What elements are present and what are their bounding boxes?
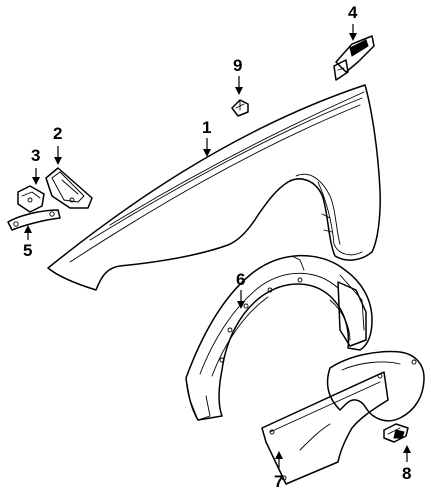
- mounting-plate[interactable]: [333, 35, 375, 81]
- callout-2[interactable]: 2: [53, 124, 63, 143]
- support-bracket[interactable]: [17, 185, 45, 213]
- fender-clip[interactable]: [231, 99, 249, 117]
- callout-9[interactable]: 9: [233, 56, 243, 75]
- fender-panel[interactable]: [47, 84, 381, 291]
- callout-8[interactable]: 8: [402, 464, 412, 483]
- callout-6[interactable]: 6: [236, 270, 246, 289]
- push-pin-retainer[interactable]: [383, 423, 409, 443]
- callout-1[interactable]: 1: [202, 118, 212, 137]
- leader-lines: [24, 24, 411, 468]
- callout-5[interactable]: 5: [23, 241, 33, 260]
- callout-7[interactable]: 7: [274, 472, 284, 491]
- fender-bracket[interactable]: [45, 167, 93, 209]
- callout-4[interactable]: 4: [348, 3, 358, 22]
- brace-strip[interactable]: [7, 209, 61, 231]
- fender-liner[interactable]: [185, 254, 373, 421]
- splash-shield[interactable]: [261, 350, 425, 485]
- callout-3[interactable]: 3: [31, 146, 41, 165]
